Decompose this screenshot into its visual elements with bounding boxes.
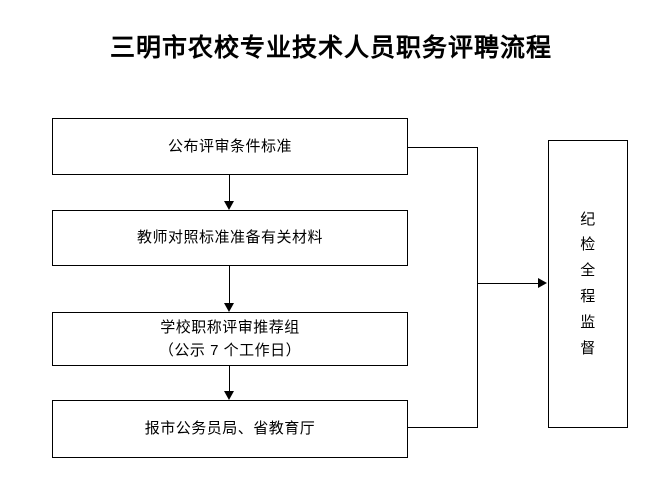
page-title: 三明市农校专业技术人员职务评聘流程	[109, 35, 552, 62]
flow-node-publish-criteria[interactable]: 公布评审条件标准	[52, 118, 408, 175]
flow-node-label: 教师对照标准准备有关材料	[136, 229, 323, 247]
arrowhead-down-icon	[224, 201, 234, 210]
arrowhead-down-icon	[224, 303, 234, 312]
flow-node-label: 公布评审条件标准	[167, 137, 292, 155]
supervision-char: 检	[580, 236, 596, 254]
supervision-char: 监	[580, 313, 596, 331]
connector-bracket-bottom-segment	[408, 427, 478, 428]
arrowhead-right-icon	[538, 278, 547, 288]
connector-bracket-top-segment	[408, 147, 478, 148]
flow-node-school-review-group[interactable]: 学校职称评审推荐组 （公示 7 个工作日）	[52, 312, 408, 366]
flow-node-teacher-prepare-materials[interactable]: 教师对照标准准备有关材料	[52, 210, 408, 266]
flow-node-report-to-bureaus[interactable]: 报市公务员局、省教育厅	[52, 400, 408, 458]
supervision-char: 纪	[580, 210, 596, 228]
supervision-char: 程	[580, 288, 596, 305]
connector-line-node2-node3	[229, 266, 230, 303]
supervision-char: 全	[580, 262, 596, 280]
flow-node-label: 报市公务员局、省教育厅	[144, 420, 316, 438]
connector-bracket-vertical-segment	[477, 147, 478, 428]
supervision-vertical-label: 纪 检 全 程 监 督	[580, 207, 596, 362]
connector-line-node1-node2	[229, 175, 230, 202]
flow-node-label-line1: 学校职称评审推荐组	[160, 318, 300, 336]
flow-node-label-line2: （公示 7 个工作日）	[158, 342, 302, 359]
connector-line-node3-node4	[229, 366, 230, 391]
flow-node-discipline-supervision[interactable]: 纪 检 全 程 监 督	[548, 140, 628, 428]
connector-bracket-arm-to-supervision	[477, 283, 539, 284]
arrowhead-down-icon	[224, 391, 234, 400]
supervision-char: 督	[580, 339, 596, 357]
